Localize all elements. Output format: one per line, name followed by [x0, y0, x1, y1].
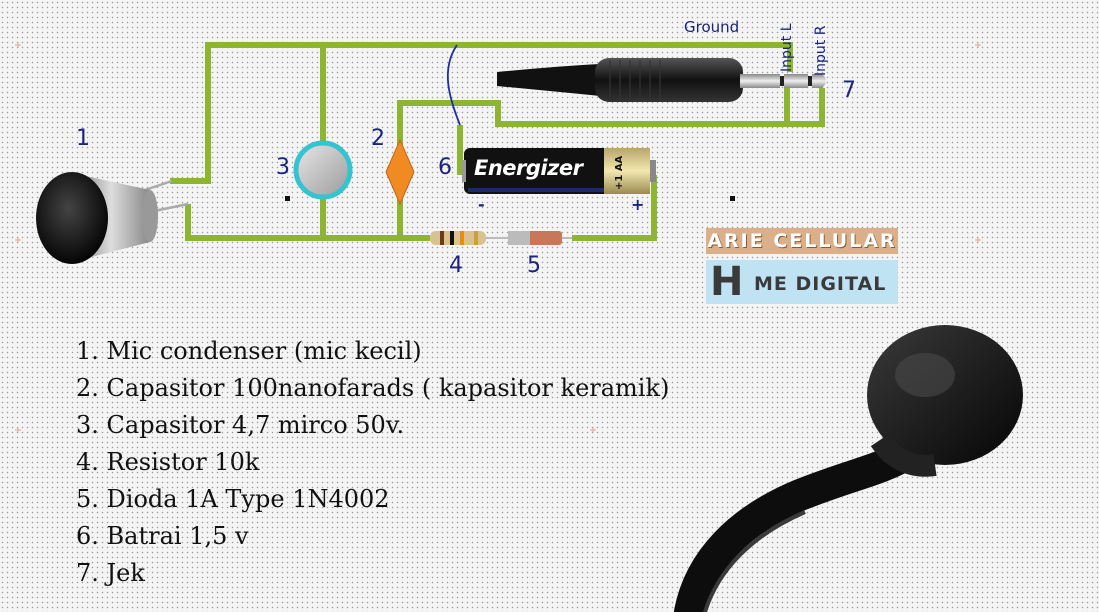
legend-item-3: 3. Capasitor 4,7 mirco 50v.: [76, 411, 405, 439]
diode: [508, 231, 572, 245]
lavalier-mic-photo: [674, 325, 1023, 612]
label-1: 1: [76, 126, 90, 151]
battery-brand: Energizer: [474, 156, 583, 180]
label-6: 6: [438, 155, 452, 180]
mic-capsule: [36, 172, 189, 264]
label-3: 3: [276, 155, 290, 180]
label-minus: -: [478, 195, 485, 214]
battery-size: +1 AA: [614, 155, 625, 190]
battery: [462, 148, 656, 194]
label-plus: +: [631, 195, 645, 214]
ground-wire: [446, 44, 461, 126]
logo-h-letter: H: [710, 259, 744, 305]
ceramic-capacitor: [385, 138, 415, 206]
label-2: 2: [371, 126, 385, 151]
label-7: 7: [842, 78, 856, 103]
legend-item-4: 4. Resistor 10k: [76, 448, 260, 476]
legend-item-1: 1. Mic condenser (mic kecil): [76, 337, 422, 365]
component-legend: 1. Mic condenser (mic kecil) 2. Capasito…: [76, 333, 669, 592]
label-5: 5: [527, 253, 541, 278]
label-4: 4: [449, 253, 463, 278]
label-input-r: Input R: [813, 25, 829, 76]
legend-item-6: 6. Batrai 1,5 v: [76, 522, 249, 550]
legend-item-5: 5. Dioda 1A Type 1N4002: [76, 485, 390, 513]
junction-dots: [285, 196, 735, 201]
legend-item-7: 7. Jek: [76, 559, 145, 587]
legend-item-2: 2. Capasitor 100nanofarads ( kapasitor k…: [76, 374, 670, 402]
logo-line2-bg: H ME DIGITAL: [706, 260, 898, 304]
label-input-l: Input L: [779, 23, 795, 72]
electrolytic-capacitor: [293, 140, 353, 200]
circuit-wires: [170, 42, 825, 241]
label-ground: Ground: [684, 18, 740, 36]
audio-jack: [497, 58, 826, 102]
logo-line1: ARIE CELLULAR: [706, 228, 898, 254]
arie-cellular-logo: ARIE CELLULAR H ME DIGITAL: [704, 226, 900, 306]
resistor: [430, 231, 508, 245]
logo-line2: ME DIGITAL: [754, 273, 887, 295]
